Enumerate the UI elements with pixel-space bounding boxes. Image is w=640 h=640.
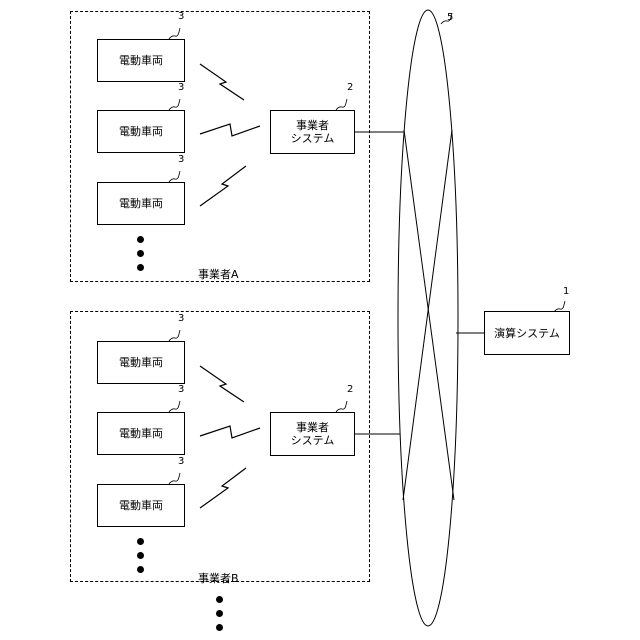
- group-b-name: 事業者B: [198, 570, 239, 586]
- more-dot: [137, 250, 144, 257]
- ev-label: 電動車両: [119, 356, 163, 369]
- more-dot: [216, 596, 223, 603]
- group-a-name: 事業者A: [198, 266, 239, 282]
- ev-label: 電動車両: [119, 499, 163, 512]
- operator-ref: 2: [347, 384, 353, 395]
- network-ellipse: [398, 10, 458, 626]
- operator-system-a: 事業者 システム: [270, 110, 355, 154]
- compute-system: 演算システム: [484, 311, 570, 355]
- ev-ref: 3: [178, 384, 184, 395]
- ev-label: 電動車両: [119, 427, 163, 440]
- network-ref: 5: [447, 12, 453, 23]
- ev-ref: 3: [178, 313, 184, 324]
- ev-box-b1: 電動車両: [97, 341, 185, 384]
- network-cross-line-2: [403, 130, 452, 500]
- operator-system-b: 事業者 システム: [270, 412, 355, 456]
- ev-label: 電動車両: [119, 197, 163, 210]
- more-dot: [137, 566, 144, 573]
- more-dot: [137, 236, 144, 243]
- more-dot: [216, 624, 223, 631]
- operator-ref: 2: [347, 82, 353, 93]
- ev-ref: 3: [178, 154, 184, 165]
- more-dot: [137, 552, 144, 559]
- ev-box-b3: 電動車両: [97, 484, 185, 527]
- ev-box-a1: 電動車両: [97, 39, 185, 82]
- ev-ref: 3: [178, 11, 184, 22]
- network-cross-line-1: [404, 130, 454, 500]
- ev-ref: 3: [178, 456, 184, 467]
- ev-box-a3: 電動車両: [97, 182, 185, 225]
- ev-label: 電動車両: [119, 125, 163, 138]
- compute-ref: 1: [563, 286, 569, 297]
- ev-label: 電動車両: [119, 54, 163, 67]
- compute-label: 演算システム: [494, 327, 560, 340]
- ev-box-a2: 電動車両: [97, 110, 185, 153]
- ev-box-b2: 電動車両: [97, 412, 185, 455]
- more-dot: [216, 610, 223, 617]
- more-dot: [137, 538, 144, 545]
- more-dot: [137, 264, 144, 271]
- ev-ref: 3: [178, 82, 184, 93]
